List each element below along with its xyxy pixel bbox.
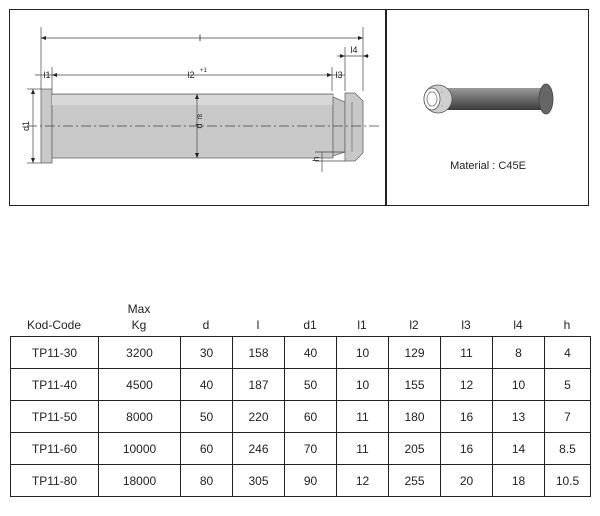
cell-d1: 60 xyxy=(284,400,337,433)
cell-l1: 10 xyxy=(336,336,389,369)
cell-l1: 11 xyxy=(336,432,389,465)
cell-h: 8.5 xyxy=(544,432,591,465)
cell-d: 60 xyxy=(180,432,233,465)
table-row: TP11-60 10000 60 246 70 11 205 16 14 8.5 xyxy=(10,432,591,465)
cell-l1: 12 xyxy=(336,464,389,497)
cell-code: TP11-50 xyxy=(10,400,99,433)
cell-maxkg: 4500 xyxy=(98,368,181,401)
header-d1: d1 xyxy=(303,318,317,332)
cell-maxkg: 10000 xyxy=(98,432,181,465)
cell-h: 5 xyxy=(544,368,591,401)
header-l2: l2 xyxy=(409,318,419,332)
drawing-panel xyxy=(9,9,589,206)
cell-l2: 180 xyxy=(388,400,441,433)
cell-l: 158 xyxy=(232,336,285,369)
material-label: Material : C45E xyxy=(450,160,526,172)
spec-table: TP11-30 3200 30 158 40 10 129 11 8 4 TP1… xyxy=(10,336,591,497)
cell-h: 10.5 xyxy=(544,464,591,497)
cell-l3: 12 xyxy=(440,368,493,401)
cell-code: TP11-60 xyxy=(10,432,99,465)
cell-h: 4 xyxy=(544,336,591,369)
cell-d: 40 xyxy=(180,368,233,401)
cell-d: 50 xyxy=(180,400,233,433)
cell-maxkg: 8000 xyxy=(98,400,181,433)
dim-l2-label: l2 xyxy=(187,70,194,80)
dim-l3-label: l3 xyxy=(335,70,342,80)
header-l: l xyxy=(256,318,260,332)
cell-l: 220 xyxy=(232,400,285,433)
cell-l2: 129 xyxy=(388,336,441,369)
cell-l4: 14 xyxy=(492,432,545,465)
cell-l2: 155 xyxy=(388,368,441,401)
cell-l4: 10 xyxy=(492,368,545,401)
dim-d1-label: d1 xyxy=(21,121,31,131)
cell-l3: 11 xyxy=(440,336,493,369)
pin-render-image xyxy=(423,83,554,115)
header-maxkg-line1: Max xyxy=(127,302,151,316)
technical-drawing: l l2 +1 l1 l3 l4 d1 d f8 h xyxy=(21,27,381,172)
dim-l4-label: l4 xyxy=(350,45,357,55)
cell-code: TP11-80 xyxy=(10,464,99,497)
cell-h: 7 xyxy=(544,400,591,433)
header-maxkg-line2: Kg xyxy=(131,318,147,332)
cell-l3: 20 xyxy=(440,464,493,497)
cell-l2: 205 xyxy=(388,432,441,465)
cell-d1: 40 xyxy=(284,336,337,369)
cell-code: TP11-30 xyxy=(10,336,99,369)
dim-l2-tolerance: +1 xyxy=(200,68,208,74)
table-row: TP11-30 3200 30 158 40 10 129 11 8 4 xyxy=(10,336,591,369)
dim-l1-label: l1 xyxy=(43,70,50,80)
cell-l: 187 xyxy=(232,368,285,401)
cell-l1: 11 xyxy=(336,400,389,433)
cell-l3: 16 xyxy=(440,432,493,465)
header-l4: l4 xyxy=(513,318,523,332)
cell-maxkg: 18000 xyxy=(98,464,181,497)
header-l1: l1 xyxy=(357,318,367,332)
table-row: TP11-80 18000 80 305 90 12 255 20 18 10.… xyxy=(10,464,591,497)
table-row: TP11-40 4500 40 187 50 10 155 12 10 5 xyxy=(10,368,591,401)
cell-l: 246 xyxy=(232,432,285,465)
cell-l1: 10 xyxy=(336,368,389,401)
cell-d1: 50 xyxy=(284,368,337,401)
cell-l: 305 xyxy=(232,464,285,497)
cell-l4: 13 xyxy=(492,400,545,433)
cell-d1: 70 xyxy=(284,432,337,465)
panel-divider xyxy=(385,9,387,206)
header-code: Kod-Code xyxy=(26,318,82,332)
cell-d1: 90 xyxy=(284,464,337,497)
cell-l4: 18 xyxy=(492,464,545,497)
cell-d: 30 xyxy=(180,336,233,369)
table-row: TP11-50 8000 50 220 60 11 180 16 13 7 xyxy=(10,400,591,433)
cell-code: TP11-40 xyxy=(10,368,99,401)
dim-d-tolerance: f8 xyxy=(198,113,204,119)
cell-l2: 255 xyxy=(388,464,441,497)
cell-l3: 16 xyxy=(440,400,493,433)
dim-l-label: l xyxy=(199,33,201,43)
header-d: d xyxy=(202,318,210,332)
dim-h-label: h xyxy=(311,156,321,161)
cell-l4: 8 xyxy=(492,336,545,369)
header-l3: l3 xyxy=(461,318,471,332)
cell-maxkg: 3200 xyxy=(98,336,181,369)
cell-d: 80 xyxy=(180,464,233,497)
dim-d-label: d xyxy=(194,123,204,128)
header-h: h xyxy=(563,318,571,332)
